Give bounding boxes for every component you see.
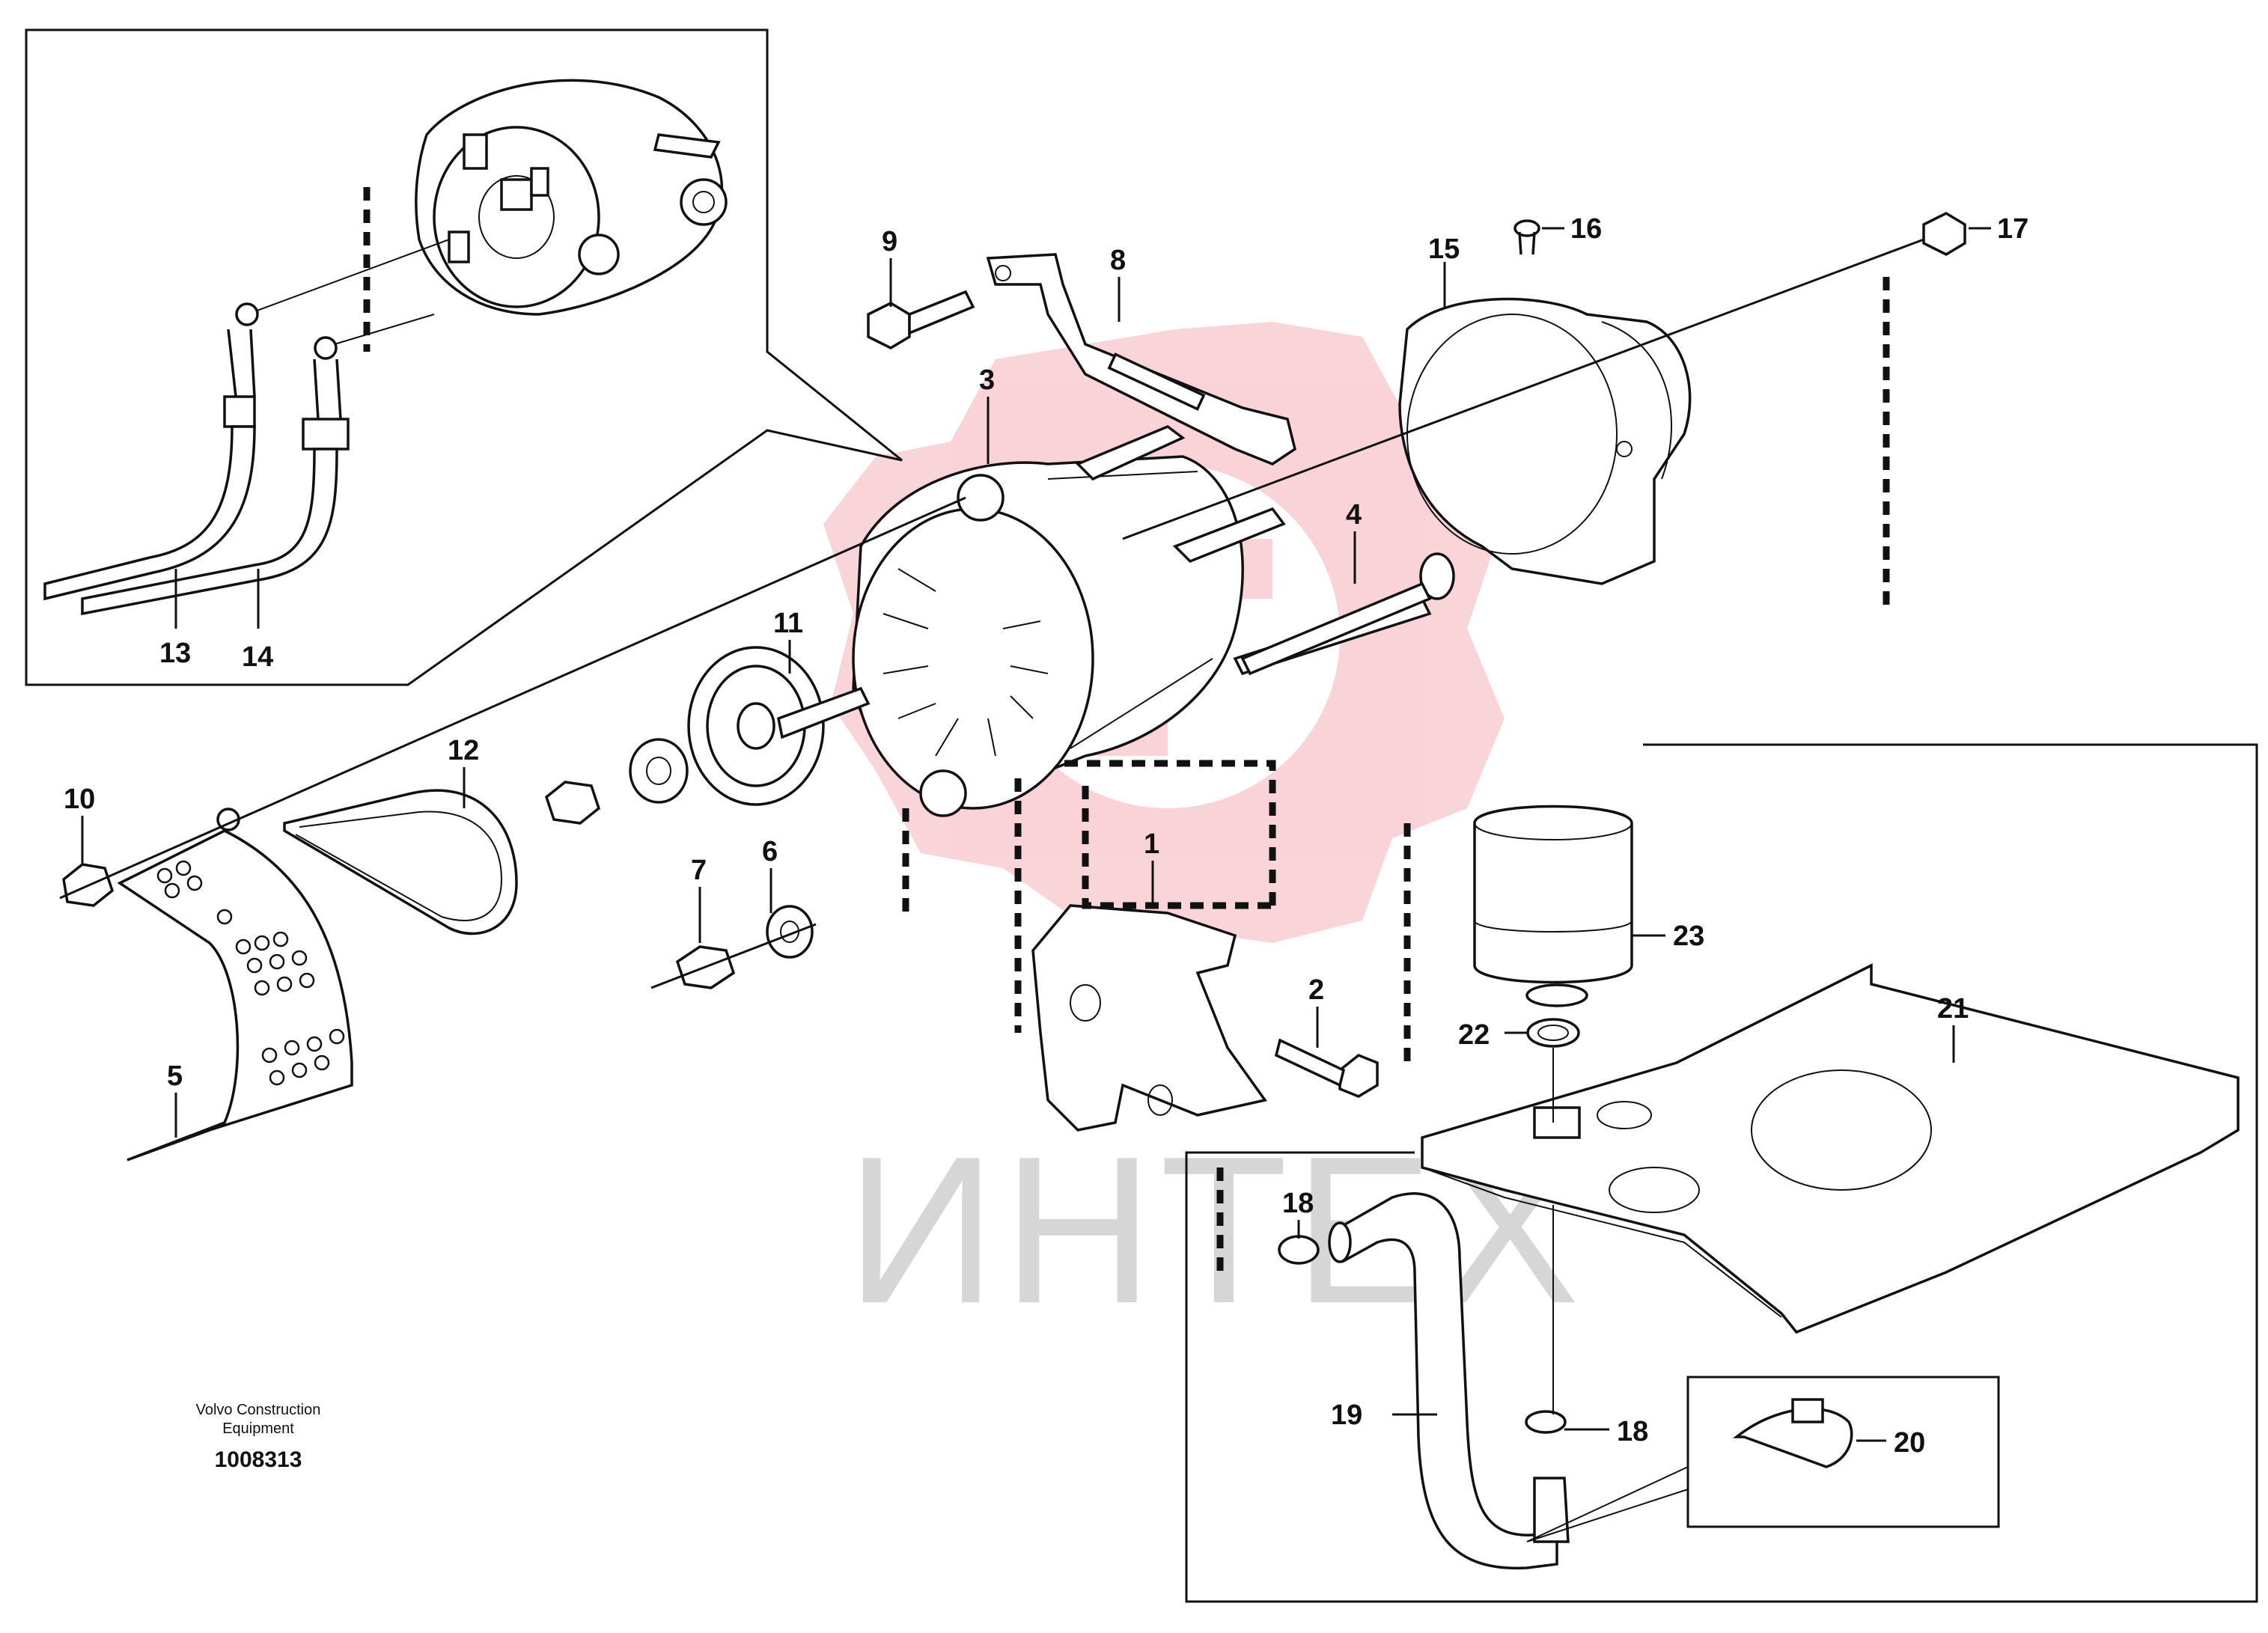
credit-line-1: Volvo Construction bbox=[196, 1402, 321, 1418]
inset-cable-13 bbox=[43, 239, 450, 601]
callout-13: 13 bbox=[159, 638, 191, 669]
dashed-connectors-main bbox=[902, 277, 1890, 1272]
callout-10: 10 bbox=[64, 784, 95, 815]
inset-clip-20 bbox=[1526, 1376, 2000, 1542]
fan-housing-15 bbox=[1398, 297, 1692, 585]
callout-22: 22 bbox=[1458, 1019, 1490, 1051]
plug-16 bbox=[1513, 219, 1540, 255]
adjusting-bracket-8 bbox=[986, 253, 1296, 466]
callout-15: 15 bbox=[1428, 233, 1460, 265]
belt-guard-5 bbox=[117, 808, 353, 1162]
callout-18-upper: 18 bbox=[1282, 1188, 1314, 1219]
callout-14: 14 bbox=[242, 641, 273, 673]
bolt-2 bbox=[1274, 1038, 1379, 1098]
callout-23: 23 bbox=[1673, 921, 1704, 952]
callout-7: 7 bbox=[691, 855, 707, 886]
nut-10 bbox=[59, 496, 966, 907]
bracket-1 bbox=[1031, 904, 1267, 1132]
bolt-4 bbox=[1240, 552, 1455, 676]
callout-21: 21 bbox=[1937, 993, 1969, 1025]
inset-frame-bottom-right bbox=[1185, 743, 2258, 1603]
v-belt-12 bbox=[283, 789, 518, 935]
clamps-18 bbox=[1278, 1048, 1567, 1434]
credit-block: Volvo Construction Equipment 1008313 bbox=[196, 1402, 321, 1472]
alternator-body bbox=[852, 455, 1244, 817]
nut-17 bbox=[1122, 212, 1966, 540]
callout-19: 19 bbox=[1331, 1400, 1362, 1431]
callout-4: 4 bbox=[1346, 499, 1362, 531]
nut-7-washer-6 bbox=[650, 905, 817, 989]
hose-19 bbox=[1328, 1192, 1570, 1570]
callout-16: 16 bbox=[1570, 213, 1602, 245]
callout-2: 2 bbox=[1308, 974, 1324, 1006]
leader-lines bbox=[81, 227, 1991, 1442]
clamp-22 bbox=[1526, 1018, 1580, 1048]
callout-3: 3 bbox=[979, 364, 995, 396]
pulley-11 bbox=[687, 646, 871, 806]
bolt-9 bbox=[867, 290, 975, 350]
callout-5: 5 bbox=[167, 1060, 183, 1092]
inset-cable-14 bbox=[81, 314, 435, 616]
callout-12: 12 bbox=[448, 735, 479, 766]
plate-21 bbox=[1421, 963, 2240, 1334]
callouts: 1 2 3 4 5 6 7 8 9 10 11 12 13 14 15 16 1… bbox=[64, 213, 2028, 1459]
inset-alternator-rear bbox=[415, 79, 728, 316]
callout-9: 9 bbox=[882, 226, 897, 257]
part-number: 1008313 bbox=[215, 1447, 302, 1472]
inset-frame-top-left bbox=[25, 28, 903, 686]
credit-line-2: Equipment bbox=[222, 1420, 294, 1437]
callout-6: 6 bbox=[762, 836, 778, 867]
filter-23 bbox=[1473, 805, 1633, 1007]
callout-11: 11 bbox=[773, 608, 803, 639]
callout-17: 17 bbox=[1997, 213, 2028, 245]
callout-18-lower: 18 bbox=[1617, 1416, 1648, 1447]
callout-8: 8 bbox=[1110, 245, 1126, 276]
washer-and-nut bbox=[544, 738, 689, 825]
callout-1: 1 bbox=[1144, 828, 1159, 860]
callout-20: 20 bbox=[1894, 1427, 1925, 1459]
